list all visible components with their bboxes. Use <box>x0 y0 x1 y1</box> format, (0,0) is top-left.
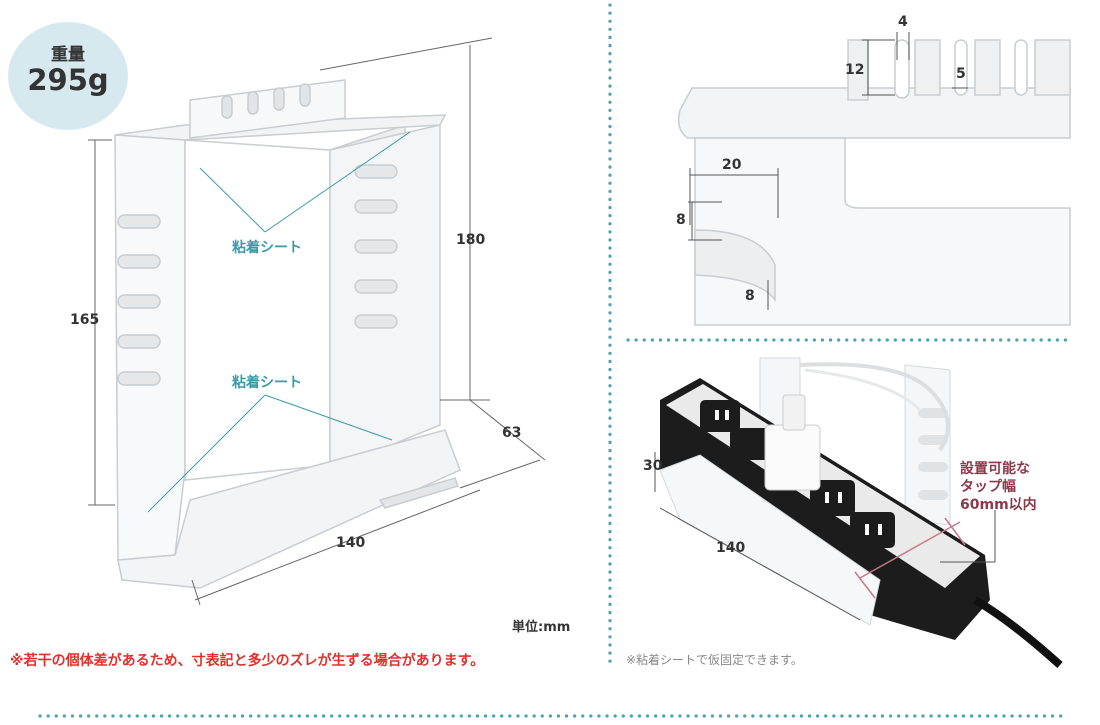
dimension-hook-gap: 8 <box>676 212 686 228</box>
dimension-hook-gap-lower: 8 <box>745 288 755 304</box>
dimension-width-140: 140 <box>336 535 366 551</box>
weight-label: 重量 <box>51 45 85 65</box>
dimension-depth-63: 63 <box>502 425 522 441</box>
left-dimension-lines <box>88 37 546 606</box>
dimension-height-165: 165 <box>70 312 100 328</box>
usage-photo <box>625 355 1070 668</box>
tap-width-line3: 60mm以内 <box>960 497 1037 513</box>
weight-badge: 重量 295g <box>8 22 128 130</box>
dimension-hook-length: 20 <box>722 157 742 173</box>
adhesive-callout-lines <box>147 131 411 513</box>
detail-dimension-lines <box>688 32 968 310</box>
dimension-usage-width: 140 <box>716 540 746 556</box>
adhesive-label-bottom: 粘着シート <box>232 375 302 391</box>
dimension-usage-height: 30 <box>643 458 663 474</box>
stand-illustration <box>114 79 461 589</box>
disclaimer-note: ※若干の個体差があるため、寸表記と多少のズレが生ずる場合があります。 <box>10 653 485 669</box>
tap-width-label: 設置可能な タップ幅 60mm以内 <box>960 460 1037 514</box>
tap-width-line1: 設置可能な <box>960 461 1030 477</box>
dimension-slot-width: 4 <box>898 14 908 30</box>
unit-note: 単位:mm <box>512 620 571 635</box>
dimension-height-180: 180 <box>456 232 486 248</box>
dimension-slot-depth: 12 <box>845 62 865 78</box>
weight-value: 295g <box>27 63 109 97</box>
tap-width-line2: タップ幅 <box>960 479 1016 495</box>
usage-note: ※粘着シートで仮固定できます。 <box>626 653 803 667</box>
dimension-slot-gap: 5 <box>956 66 966 82</box>
detail-closeup <box>675 39 1071 326</box>
adhesive-label-top: 粘着シート <box>232 240 302 256</box>
